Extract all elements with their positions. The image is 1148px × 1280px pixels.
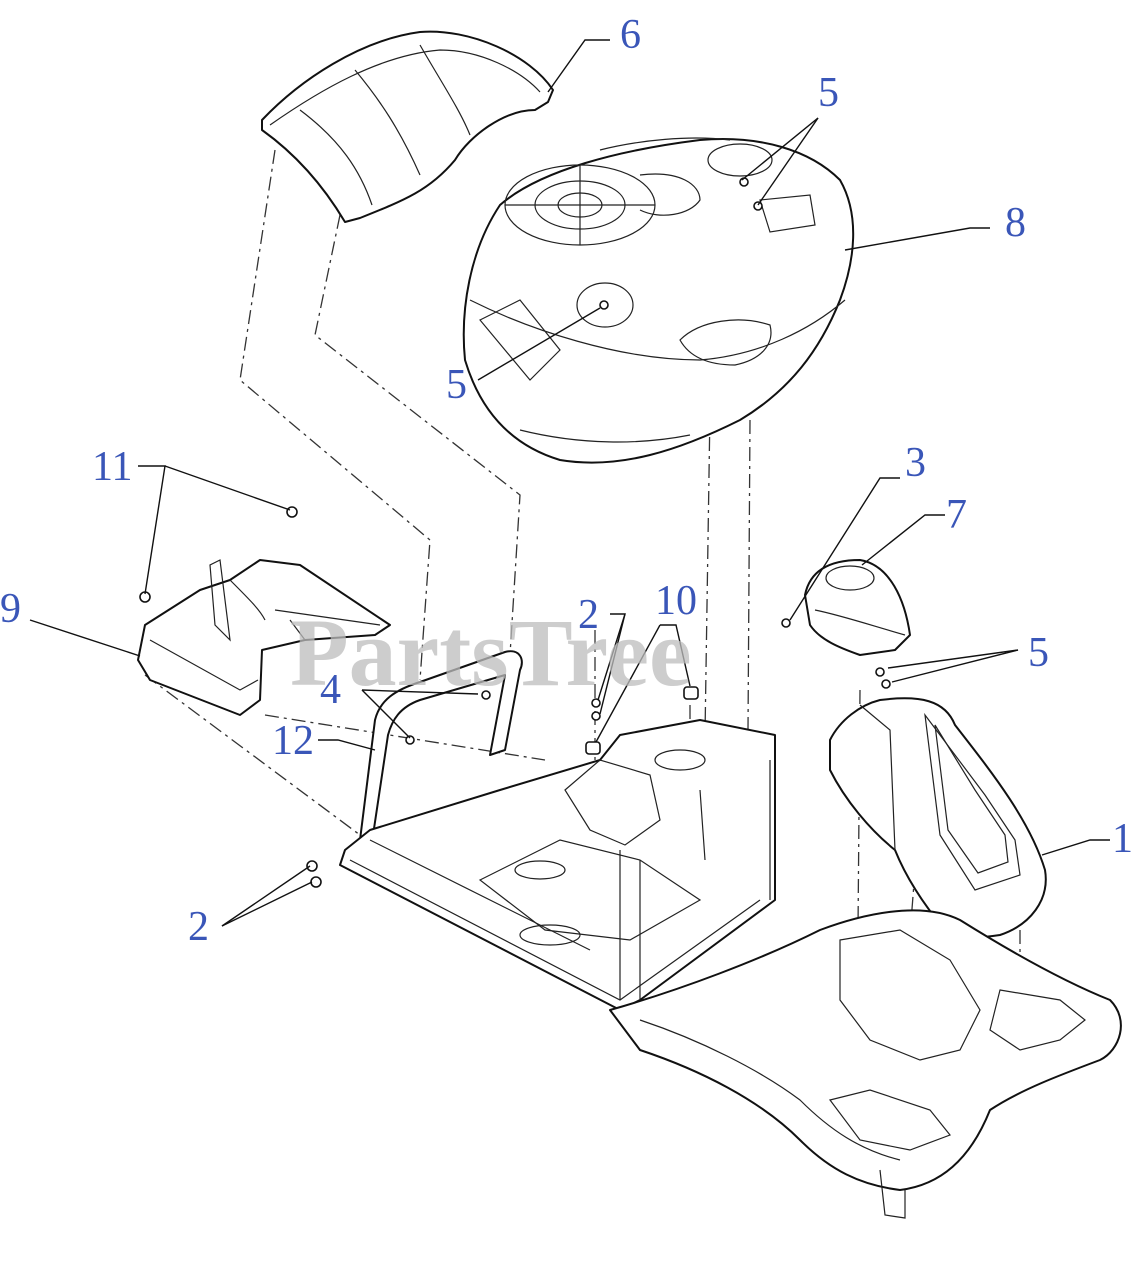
dash-cover-part-7 <box>804 559 911 656</box>
callout-6: 6 <box>620 12 641 58</box>
hood-part-8 <box>462 137 855 464</box>
callout-5-right: 5 <box>1028 630 1049 676</box>
callout-4: 4 <box>320 667 341 713</box>
callout-9: 9 <box>0 586 21 632</box>
callout-10: 10 <box>655 578 697 624</box>
side-panel-part-9 <box>137 559 391 716</box>
callout-1: 1 <box>1112 816 1133 862</box>
callout-5-top: 5 <box>818 70 839 116</box>
floor-pan <box>609 909 1122 1219</box>
callout-12: 12 <box>272 718 314 764</box>
callout-11: 11 <box>92 444 132 490</box>
fender-part-1 <box>829 697 1047 939</box>
callout-5-hood: 5 <box>446 362 467 408</box>
watermark-text: PartsTree <box>290 599 692 706</box>
callout-8: 8 <box>1005 200 1026 246</box>
callout-2-lower: 2 <box>188 904 209 950</box>
callout-2-upper: 2 <box>578 592 599 638</box>
callout-7: 7 <box>946 492 967 538</box>
hardware <box>139 177 891 888</box>
rear-cover-part-6 <box>261 30 554 223</box>
callout-numbers: 1 2 2 3 4 5 5 5 6 7 8 9 10 11 12 <box>0 12 1133 950</box>
callout-3: 3 <box>905 440 926 486</box>
leader-lines <box>29 39 1110 927</box>
chassis-frame <box>339 719 776 1011</box>
handle-bar-part-12 <box>359 650 523 843</box>
